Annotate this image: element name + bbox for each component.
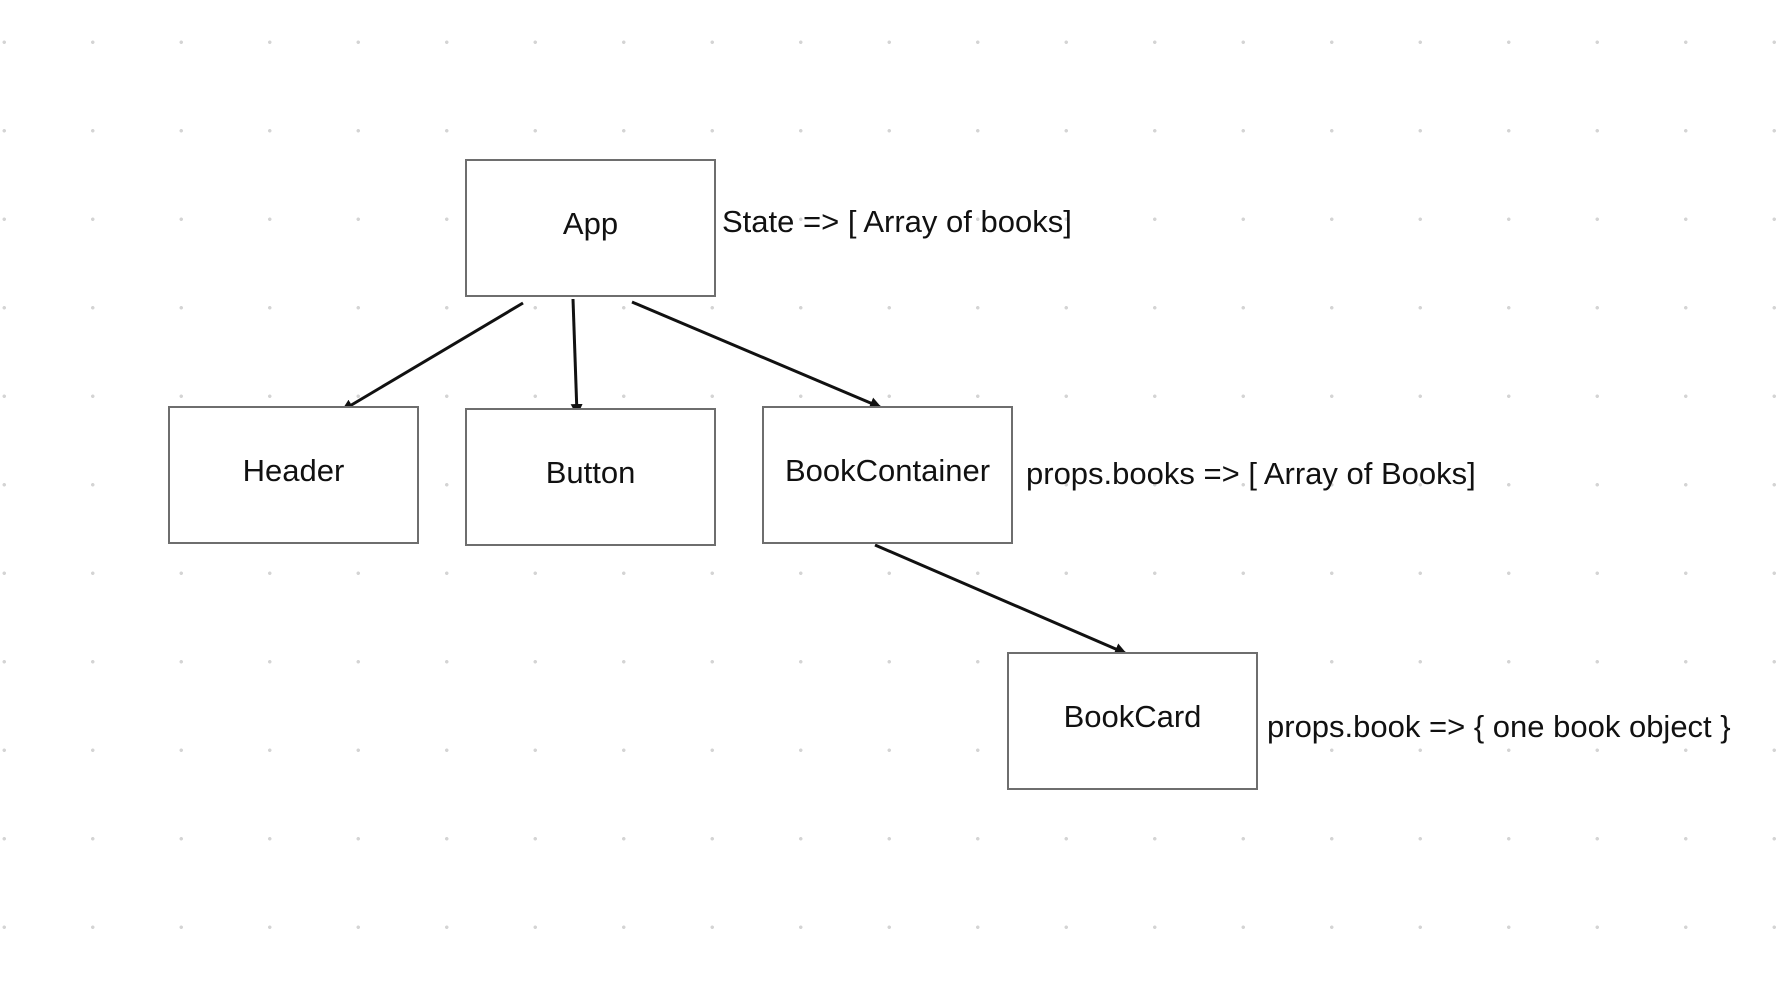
node-app[interactable]: App: [465, 159, 716, 297]
node-bookcard[interactable]: BookCard: [1007, 652, 1258, 790]
node-bookcontainer-label: BookContainer: [784, 453, 991, 488]
edge-bookcontainer-to-bookcard[interactable]: [874, 543, 1127, 655]
edge-app-to-bookcontainer[interactable]: [631, 300, 882, 409]
edge-app-to-button[interactable]: [570, 298, 583, 416]
node-bookcontainer[interactable]: BookContainer: [762, 406, 1013, 544]
annotation-app-state[interactable]: State => [ Array of books]: [722, 204, 1072, 239]
node-app-label: App: [562, 206, 619, 241]
node-bookcard-label: BookCard: [1063, 699, 1202, 734]
node-button-label: Button: [545, 455, 636, 490]
node-button[interactable]: Button: [465, 408, 716, 546]
edge-app-to-header[interactable]: [341, 301, 524, 412]
annotation-bookcontainer-props[interactable]: props.books => [ Array of Books]: [1026, 456, 1476, 491]
annotation-bookcard-props[interactable]: props.book => { one book object }: [1267, 709, 1731, 744]
node-header-label: Header: [242, 453, 345, 488]
node-header[interactable]: Header: [168, 406, 419, 544]
